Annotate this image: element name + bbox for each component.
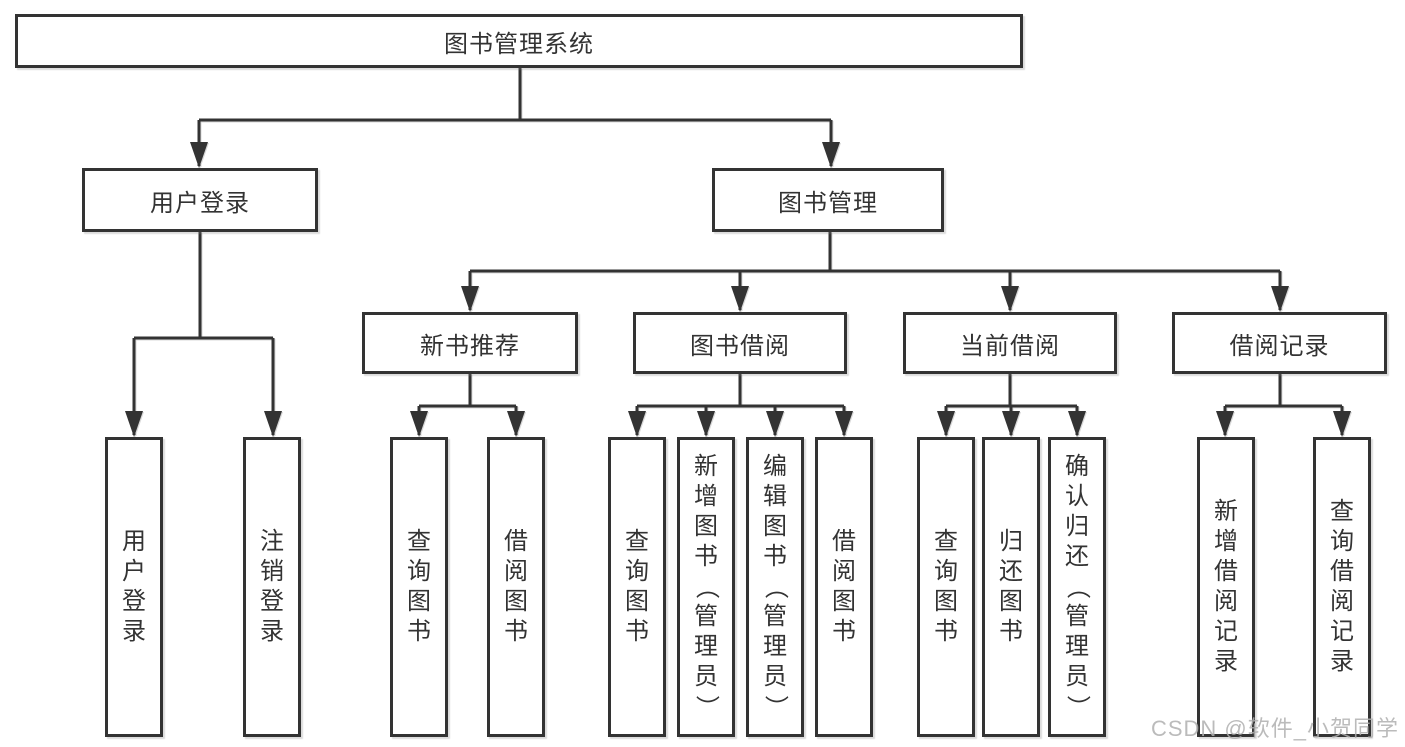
node-label: 用户登录 bbox=[150, 189, 250, 217]
node-label: 新增图书（管理员） bbox=[693, 453, 720, 719]
node-borrowing-records: 借阅记录 bbox=[1172, 312, 1387, 374]
arrowhead-icons bbox=[125, 142, 1351, 437]
node-current-borrowing: 当前借阅 bbox=[903, 312, 1117, 374]
node-label: 新增借阅记录 bbox=[1214, 498, 1238, 675]
node-new-book-recommendation: 新书推荐 bbox=[362, 312, 578, 374]
node-label: 确认归还（管理员） bbox=[1064, 453, 1091, 719]
node-label: 编辑图书（管理员） bbox=[762, 453, 789, 719]
watermark: CSDN @软件_小贺同学 bbox=[1150, 716, 1399, 741]
leaf-edit-books-admin: 编辑图书（管理员） bbox=[746, 437, 804, 737]
leaf-confirm-return-admin: 确认归还（管理员） bbox=[1048, 437, 1106, 737]
leaf-add-borrow-record: 新增借阅记录 bbox=[1197, 437, 1255, 737]
connector-book-management-branch bbox=[468, 232, 1282, 310]
node-label: 查询图书 bbox=[934, 528, 958, 645]
node-user-login: 用户登录 bbox=[82, 168, 318, 232]
node-label: 图书借阅 bbox=[690, 332, 790, 360]
leaf-borrow-books: 借阅图书 bbox=[487, 437, 545, 737]
leaf-logout: 注销登录 bbox=[243, 437, 301, 737]
node-label: 当前借阅 bbox=[960, 332, 1060, 360]
node-label: 归还图书 bbox=[999, 528, 1023, 645]
leaf-add-books-admin: 新增图书（管理员） bbox=[677, 437, 735, 737]
connector-user-login-branch bbox=[132, 232, 275, 435]
node-label: 注销登录 bbox=[260, 528, 284, 645]
node-label: 用户登录 bbox=[122, 528, 146, 645]
node-label: 图书管理 bbox=[778, 189, 878, 217]
leaf-borrow-books: 借阅图书 bbox=[815, 437, 873, 737]
leaf-query-books: 查询图书 bbox=[608, 437, 666, 737]
leaf-return-books: 归还图书 bbox=[982, 437, 1040, 737]
leaf-query-borrow-record: 查询借阅记录 bbox=[1313, 437, 1371, 737]
node-label: 新书推荐 bbox=[420, 332, 520, 360]
node-book-management: 图书管理 bbox=[712, 168, 944, 232]
node-label: 查询图书 bbox=[625, 528, 649, 645]
connector-new-book-branch bbox=[417, 374, 518, 435]
connector-book-borrow-branch bbox=[635, 374, 846, 435]
node-label: 借阅记录 bbox=[1229, 332, 1330, 360]
node-book-management-system: 图书管理系统 bbox=[15, 14, 1023, 68]
leaf-user-login: 用户登录 bbox=[105, 437, 163, 737]
leaf-query-books: 查询图书 bbox=[390, 437, 448, 737]
connector-root-to-level2 bbox=[197, 68, 833, 166]
node-label: 查询借阅记录 bbox=[1330, 498, 1354, 675]
connector-borrow-records-branch bbox=[1223, 374, 1344, 435]
node-label: 查询图书 bbox=[407, 528, 431, 645]
node-label: 借阅图书 bbox=[832, 528, 856, 645]
leaf-query-books: 查询图书 bbox=[917, 437, 975, 737]
node-label: 图书管理系统 bbox=[444, 30, 594, 58]
node-book-borrowing: 图书借阅 bbox=[633, 312, 847, 374]
node-label: 借阅图书 bbox=[504, 528, 528, 645]
